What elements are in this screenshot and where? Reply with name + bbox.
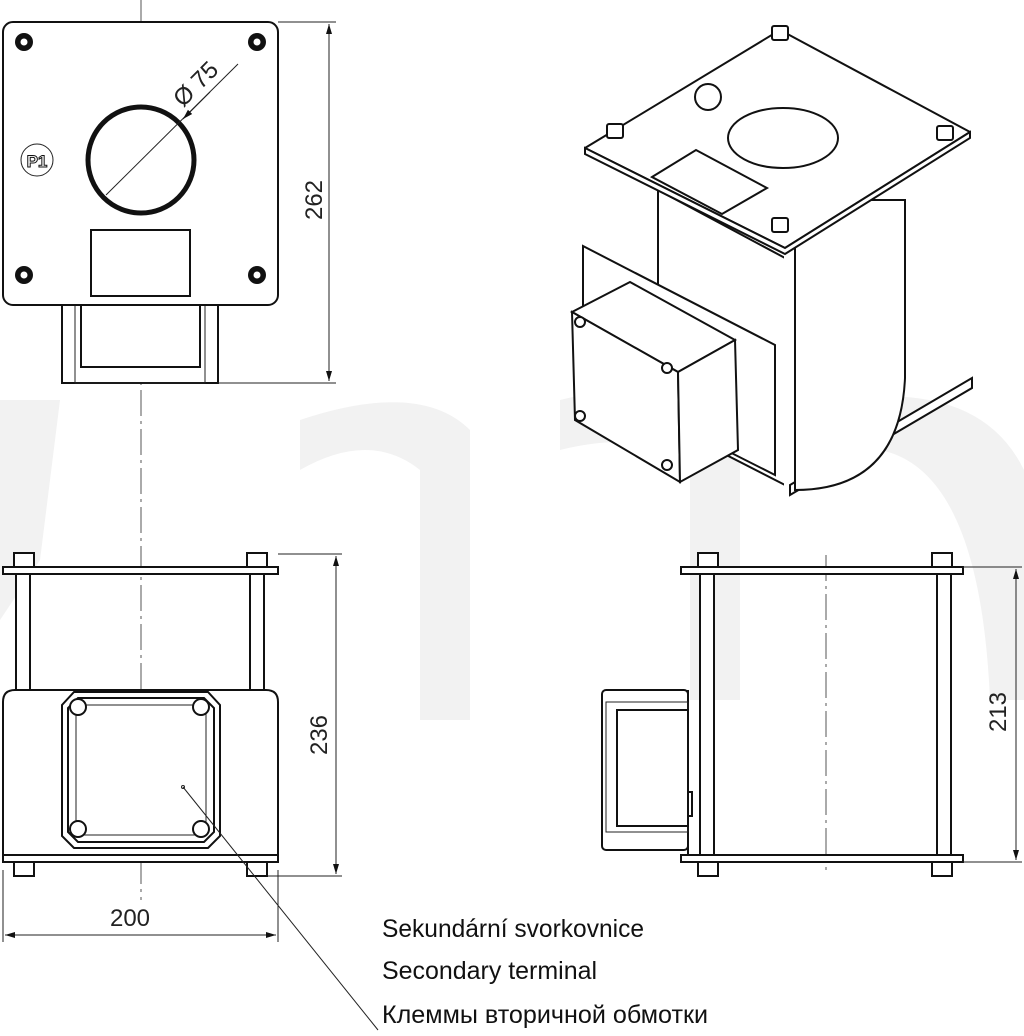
- p1-marker: [20, 143, 54, 177]
- side-view: 213: [601, 552, 1022, 877]
- diameter-leader: [105, 63, 239, 196]
- p1-label: P1: [27, 152, 48, 171]
- nut-icon: [606, 25, 954, 233]
- callout-leader: [182, 786, 379, 1031]
- callout-text: Sekundární svorkovnice Secondary termina…: [382, 915, 708, 1029]
- height-dim-213: 213: [985, 692, 1012, 732]
- height-dim-236: 236: [306, 715, 333, 755]
- callout-line-english: Secondary terminal: [382, 957, 597, 985]
- width-dim-200: 200: [110, 905, 150, 932]
- height-dim-262: 262: [301, 180, 328, 220]
- bolt-hole-icon: [15, 33, 266, 284]
- callout-line-russian: Клеммы вторичной обмотки: [382, 1001, 708, 1029]
- front-view: 236 200: [2, 552, 379, 1031]
- primary-hole: [85, 104, 197, 216]
- screw-icon: [69, 698, 210, 838]
- screw-icon: [574, 316, 673, 471]
- top-view: P1 Ø 75 262: [2, 21, 336, 384]
- nut-icon: [697, 552, 953, 877]
- callout-line-czech: Sekundární svorkovnice: [382, 915, 644, 943]
- isometric-view: [569, 25, 973, 497]
- label-plate: [90, 229, 191, 297]
